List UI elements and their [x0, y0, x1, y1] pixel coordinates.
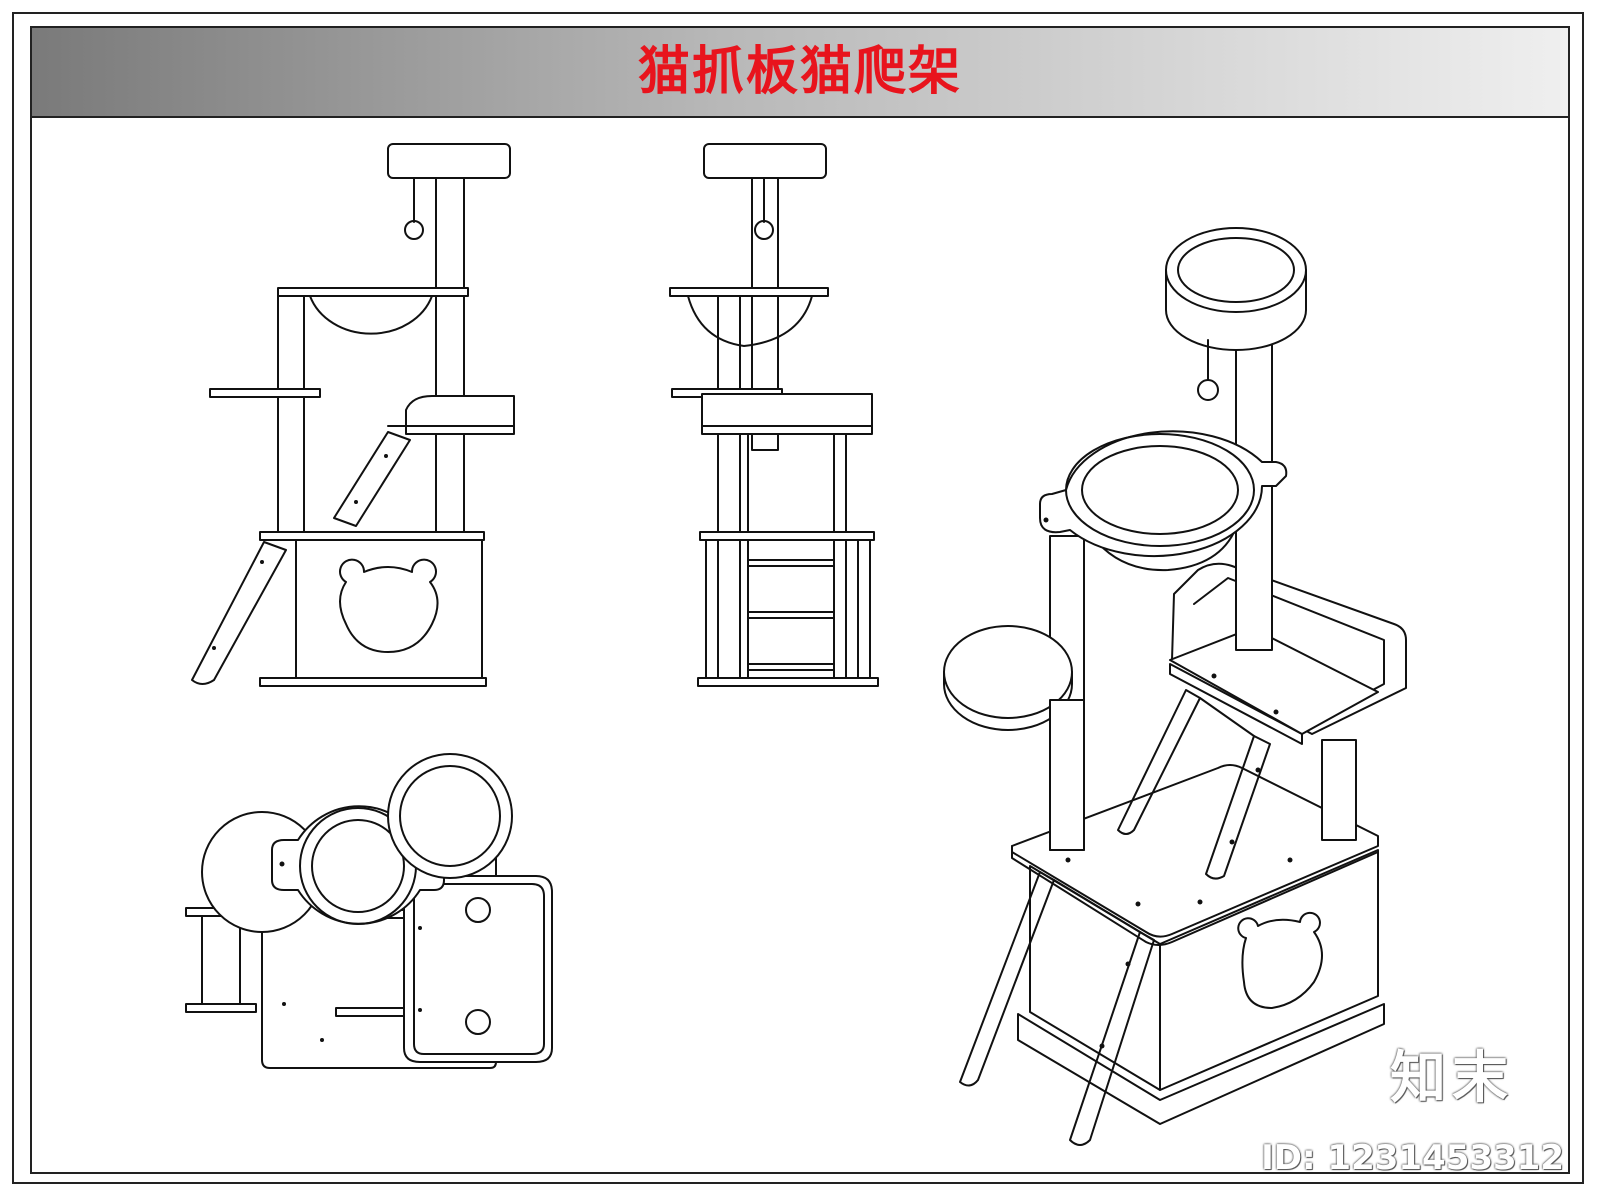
iso-bear-cutout-icon: [1237, 911, 1323, 1009]
brand-logo: 知末: [1390, 1046, 1514, 1111]
outer-border: [12, 12, 1584, 1184]
hanging-ball-icon: [404, 220, 424, 240]
title-bar: 猫抓板猫爬架: [32, 28, 1568, 118]
page-title: 猫抓板猫爬架: [637, 42, 962, 102]
plan-view: [185, 753, 553, 1069]
iso-hanging-ball-icon: [1197, 379, 1219, 401]
image-id-label: ID: 1231453312: [1261, 1138, 1564, 1178]
hanging-ball-icon-side: [754, 220, 774, 240]
isometric-view: [943, 227, 1407, 1146]
inner-border: [30, 26, 1570, 1174]
front-elevation-view: [191, 143, 515, 687]
side-elevation-view: [669, 143, 879, 687]
bear-cutout-icon: [339, 558, 439, 653]
